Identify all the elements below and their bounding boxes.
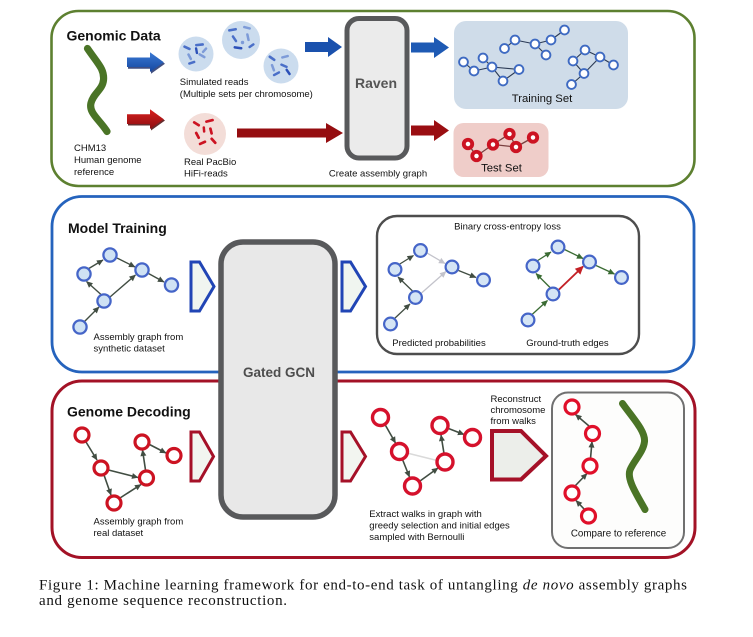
svg-text:HiFi-reads: HiFi-reads	[184, 169, 228, 180]
svg-text:Raven: Raven	[355, 75, 397, 91]
svg-text:Compare to reference: Compare to reference	[571, 529, 667, 540]
svg-text:chromosome: chromosome	[491, 405, 546, 416]
svg-text:CHM13: CHM13	[74, 143, 106, 154]
svg-text:Predicted probabilities: Predicted probabilities	[392, 338, 486, 349]
svg-text:Gated GCN: Gated GCN	[243, 365, 315, 380]
svg-text:Simulated reads: Simulated reads	[180, 77, 249, 88]
svg-text:Extract walks in graph with: Extract walks in graph with	[369, 509, 481, 520]
svg-text:sampled with Bernoulli: sampled with Bernoulli	[369, 532, 464, 543]
svg-text:Training Set: Training Set	[512, 93, 573, 105]
svg-text:synthetic dataset: synthetic dataset	[94, 344, 166, 355]
svg-text:and genome sequence reconstruc: and genome sequence reconstruction.	[39, 593, 288, 609]
svg-text:Assembly graph from: Assembly graph from	[94, 332, 184, 343]
svg-text:Binary cross-entropy loss: Binary cross-entropy loss	[454, 222, 561, 233]
svg-text:Assembly graph from: Assembly graph from	[94, 517, 184, 528]
svg-text:Model Training: Model Training	[68, 220, 167, 236]
svg-text:Genome Decoding: Genome Decoding	[67, 404, 191, 420]
svg-text:Reconstruct: Reconstruct	[491, 394, 542, 405]
svg-text:Create assembly graph: Create assembly graph	[329, 168, 427, 179]
svg-text:Test Set: Test Set	[481, 162, 523, 174]
svg-text:greedy selection and initial e: greedy selection and initial edges	[369, 521, 510, 532]
svg-text:real dataset: real dataset	[94, 528, 144, 539]
svg-text:Real PacBio: Real PacBio	[184, 157, 236, 168]
svg-text:Genomic Data: Genomic Data	[67, 28, 161, 44]
svg-text:Ground-truth edges: Ground-truth edges	[526, 338, 609, 349]
svg-text:from walks: from walks	[491, 416, 537, 427]
svg-text:reference: reference	[74, 167, 114, 178]
svg-text:Figure 1: Machine learning fra: Figure 1: Machine learning framework for…	[39, 578, 688, 594]
svg-text:Human genome: Human genome	[74, 155, 142, 166]
svg-text:(Multiple sets per chromosome): (Multiple sets per chromosome)	[180, 89, 313, 100]
